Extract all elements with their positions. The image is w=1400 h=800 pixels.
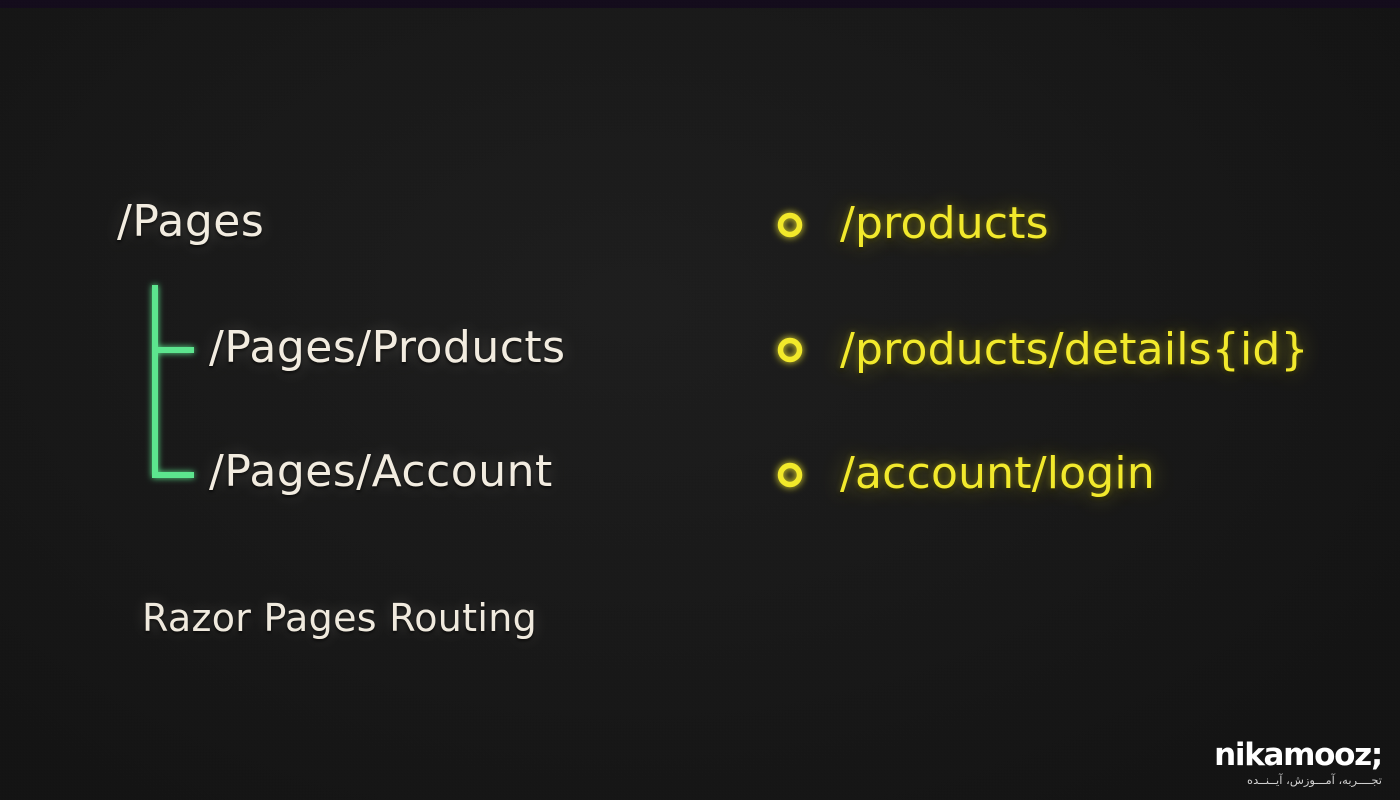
folder-label-pages-account: /Pages/Account [209,446,553,497]
top-accent-strip [0,0,1400,8]
watermark-wordmark: nikamooz; [1214,736,1383,773]
watermark-logo: nikamooz; تجــــربه، آمـــوزش، آیــنــده [1214,736,1383,787]
folder-label-pages-products: /Pages/Products [209,322,566,373]
folder-label-pages: /Pages [117,196,265,247]
watermark-tagline: تجــــربه، آمـــوزش، آیــنــده [1247,772,1382,787]
route-label-account-login: /account/login [840,448,1155,499]
diagram-caption: Razor Pages Routing [142,596,538,640]
route-label-products: /products [840,198,1049,249]
route-label-products-details: /products/details{id} [840,324,1309,375]
